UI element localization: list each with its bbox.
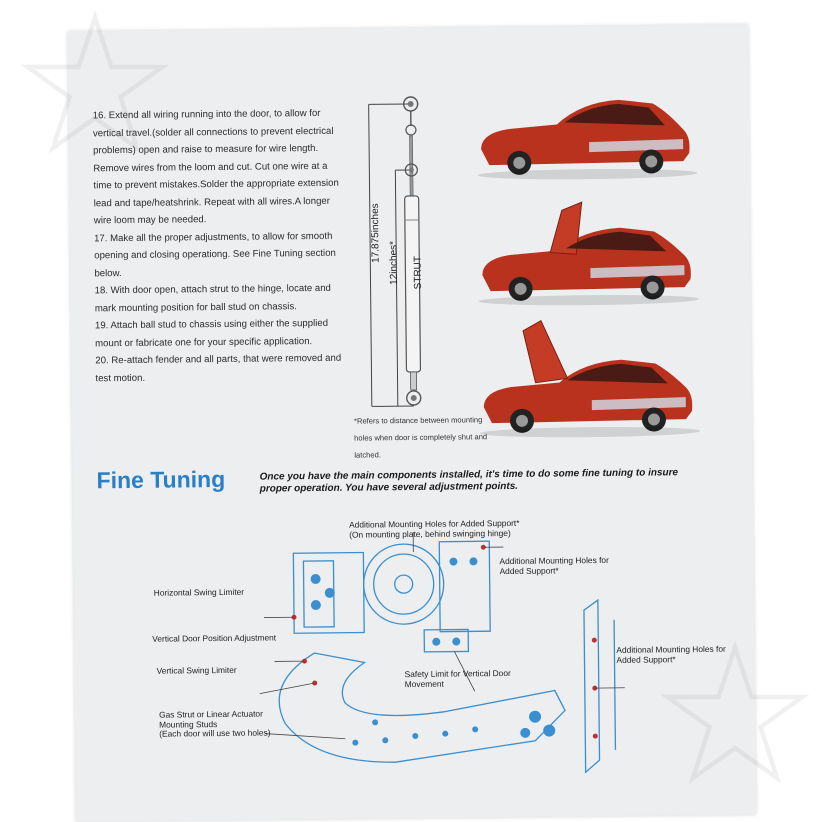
car-closed-door-image	[477, 99, 698, 180]
instruction-sheet: 16. Extend all wiring running into the d…	[67, 24, 757, 822]
fine-tuning-intro: Once you have the main components instal…	[259, 467, 679, 495]
strut-diagram	[368, 96, 422, 407]
label-gas-strut-studs: Gas Strut or Linear Actuator Mounting St…	[158, 708, 271, 739]
strut-length-label: 12inches*	[388, 240, 400, 285]
label-vertical-swing-limiter: Vertical Swing Limiter	[156, 664, 237, 676]
step-20: 20. Re-attach fender and all parts, that…	[95, 352, 342, 384]
label-right-mounting-holes: Additional Mounting Holes for Added Supp…	[499, 554, 609, 576]
hinge-diagram	[259, 531, 625, 774]
strut-total-length-label: 17.875inches	[369, 203, 382, 263]
label-horizontal-swing-limiter: Horizontal Swing Limiter	[153, 586, 245, 598]
label-top-mounting-holes: Additional Mounting Holes for Added Supp…	[349, 517, 520, 540]
fine-tuning-title: Fine Tuning	[96, 465, 226, 494]
watermark-star-icon	[660, 640, 810, 784]
step-18: 18. With door open, attach strut to the …	[94, 282, 331, 314]
label-safety-limit: Safety Limit for Vertical Door Movement	[404, 667, 511, 689]
car-door-swing-image	[478, 201, 699, 306]
watermark-star-icon	[20, 10, 170, 154]
car-door-up-image	[480, 319, 701, 438]
label-vertical-door-position: Vertical Door Position Adjustment	[152, 632, 277, 644]
step-17: 17. Make all the proper adjustments, to …	[93, 230, 336, 279]
step-19: 19. Attach ball stud to chassis using ei…	[94, 317, 329, 349]
strut-name-label: STRUT	[412, 255, 424, 290]
